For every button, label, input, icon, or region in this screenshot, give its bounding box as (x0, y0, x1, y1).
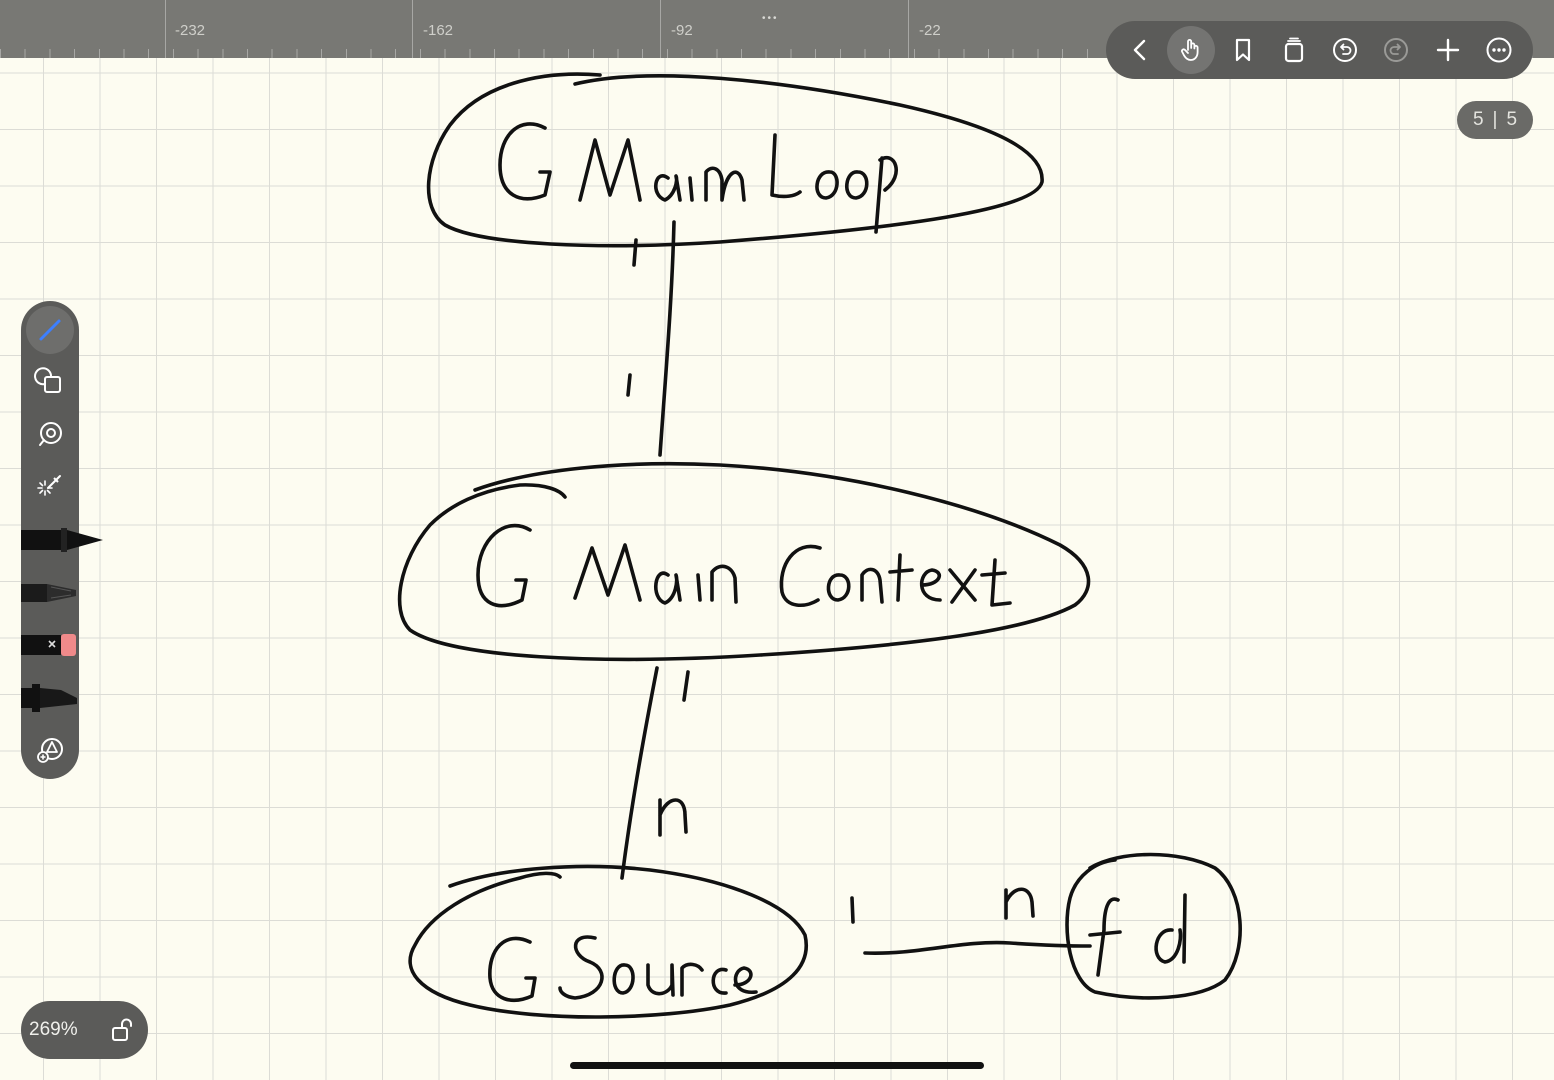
ruler-major-tick (412, 0, 413, 58)
fountain-pen-icon[interactable] (21, 525, 105, 555)
zoom-control[interactable]: 269% (21, 1001, 148, 1059)
gsource-ellipse (408, 864, 808, 1019)
bookmark-button[interactable] (1219, 26, 1267, 74)
more-button[interactable] (1475, 26, 1523, 74)
ruler-major-tick (908, 0, 909, 58)
shape-recognition-button[interactable] (26, 726, 74, 774)
shape-recognition-icon (37, 738, 63, 763)
laser-pointer-icon (37, 475, 61, 496)
hand-pointer-icon (1181, 39, 1199, 61)
undo-button[interactable] (1321, 26, 1369, 74)
total-pages: 5 (1506, 109, 1518, 130)
add-icon (1436, 38, 1459, 62)
lock-zoom-button[interactable] (103, 1010, 143, 1050)
laser-pointer-button[interactable] (26, 462, 74, 510)
back-button[interactable] (1116, 26, 1164, 74)
gmainloop-ellipse (426, 72, 1044, 248)
ruler-major-tick (165, 0, 166, 58)
gmaincontext-ellipse (397, 461, 1091, 662)
back-icon (1133, 39, 1146, 61)
redo-icon (1384, 38, 1409, 62)
redo-button[interactable] (1372, 26, 1420, 74)
zoom-level: 269% (29, 1019, 78, 1040)
ruler-label: -162 (423, 22, 454, 39)
lasso-tool-button[interactable] (26, 410, 74, 458)
edge-loop-context (658, 220, 676, 457)
home-indicator[interactable] (570, 1062, 984, 1069)
pen-stroke-icon (39, 319, 61, 341)
pages-button[interactable] (1270, 26, 1318, 74)
add-page-button[interactable] (1424, 26, 1472, 74)
ruler-label: -232 (175, 22, 206, 39)
edge-source-fd (863, 940, 1092, 955)
shapes-icon (34, 367, 61, 393)
eraser-icon[interactable] (21, 632, 79, 658)
page-indicator[interactable]: 5 | 5 (1457, 101, 1533, 139)
edge-context-source (620, 666, 659, 880)
lasso-icon (39, 422, 62, 446)
undo-icon (1333, 38, 1358, 62)
unlock-icon (112, 1018, 132, 1041)
ruler-grip-handle[interactable]: ••• (762, 13, 779, 24)
top-toolbar (1106, 21, 1533, 79)
fd-ellipse (1065, 852, 1242, 1000)
hand-tool-button[interactable] (1167, 26, 1216, 74)
current-page: 5 (1472, 109, 1484, 130)
pencil-icon[interactable] (21, 578, 79, 608)
tool-palette (21, 301, 103, 779)
ruler-label: -22 (919, 22, 941, 39)
more-icon (1486, 37, 1512, 63)
highlighter-icon[interactable] (21, 684, 79, 712)
shapes-tool-button[interactable] (26, 358, 74, 406)
ruler-major-tick (660, 0, 661, 58)
pen-tool-button[interactable] (26, 306, 74, 354)
pages-icon (1284, 37, 1303, 63)
bookmark-icon (1235, 38, 1250, 62)
ruler-label: -92 (671, 22, 693, 39)
page-separator: | (1492, 109, 1498, 130)
